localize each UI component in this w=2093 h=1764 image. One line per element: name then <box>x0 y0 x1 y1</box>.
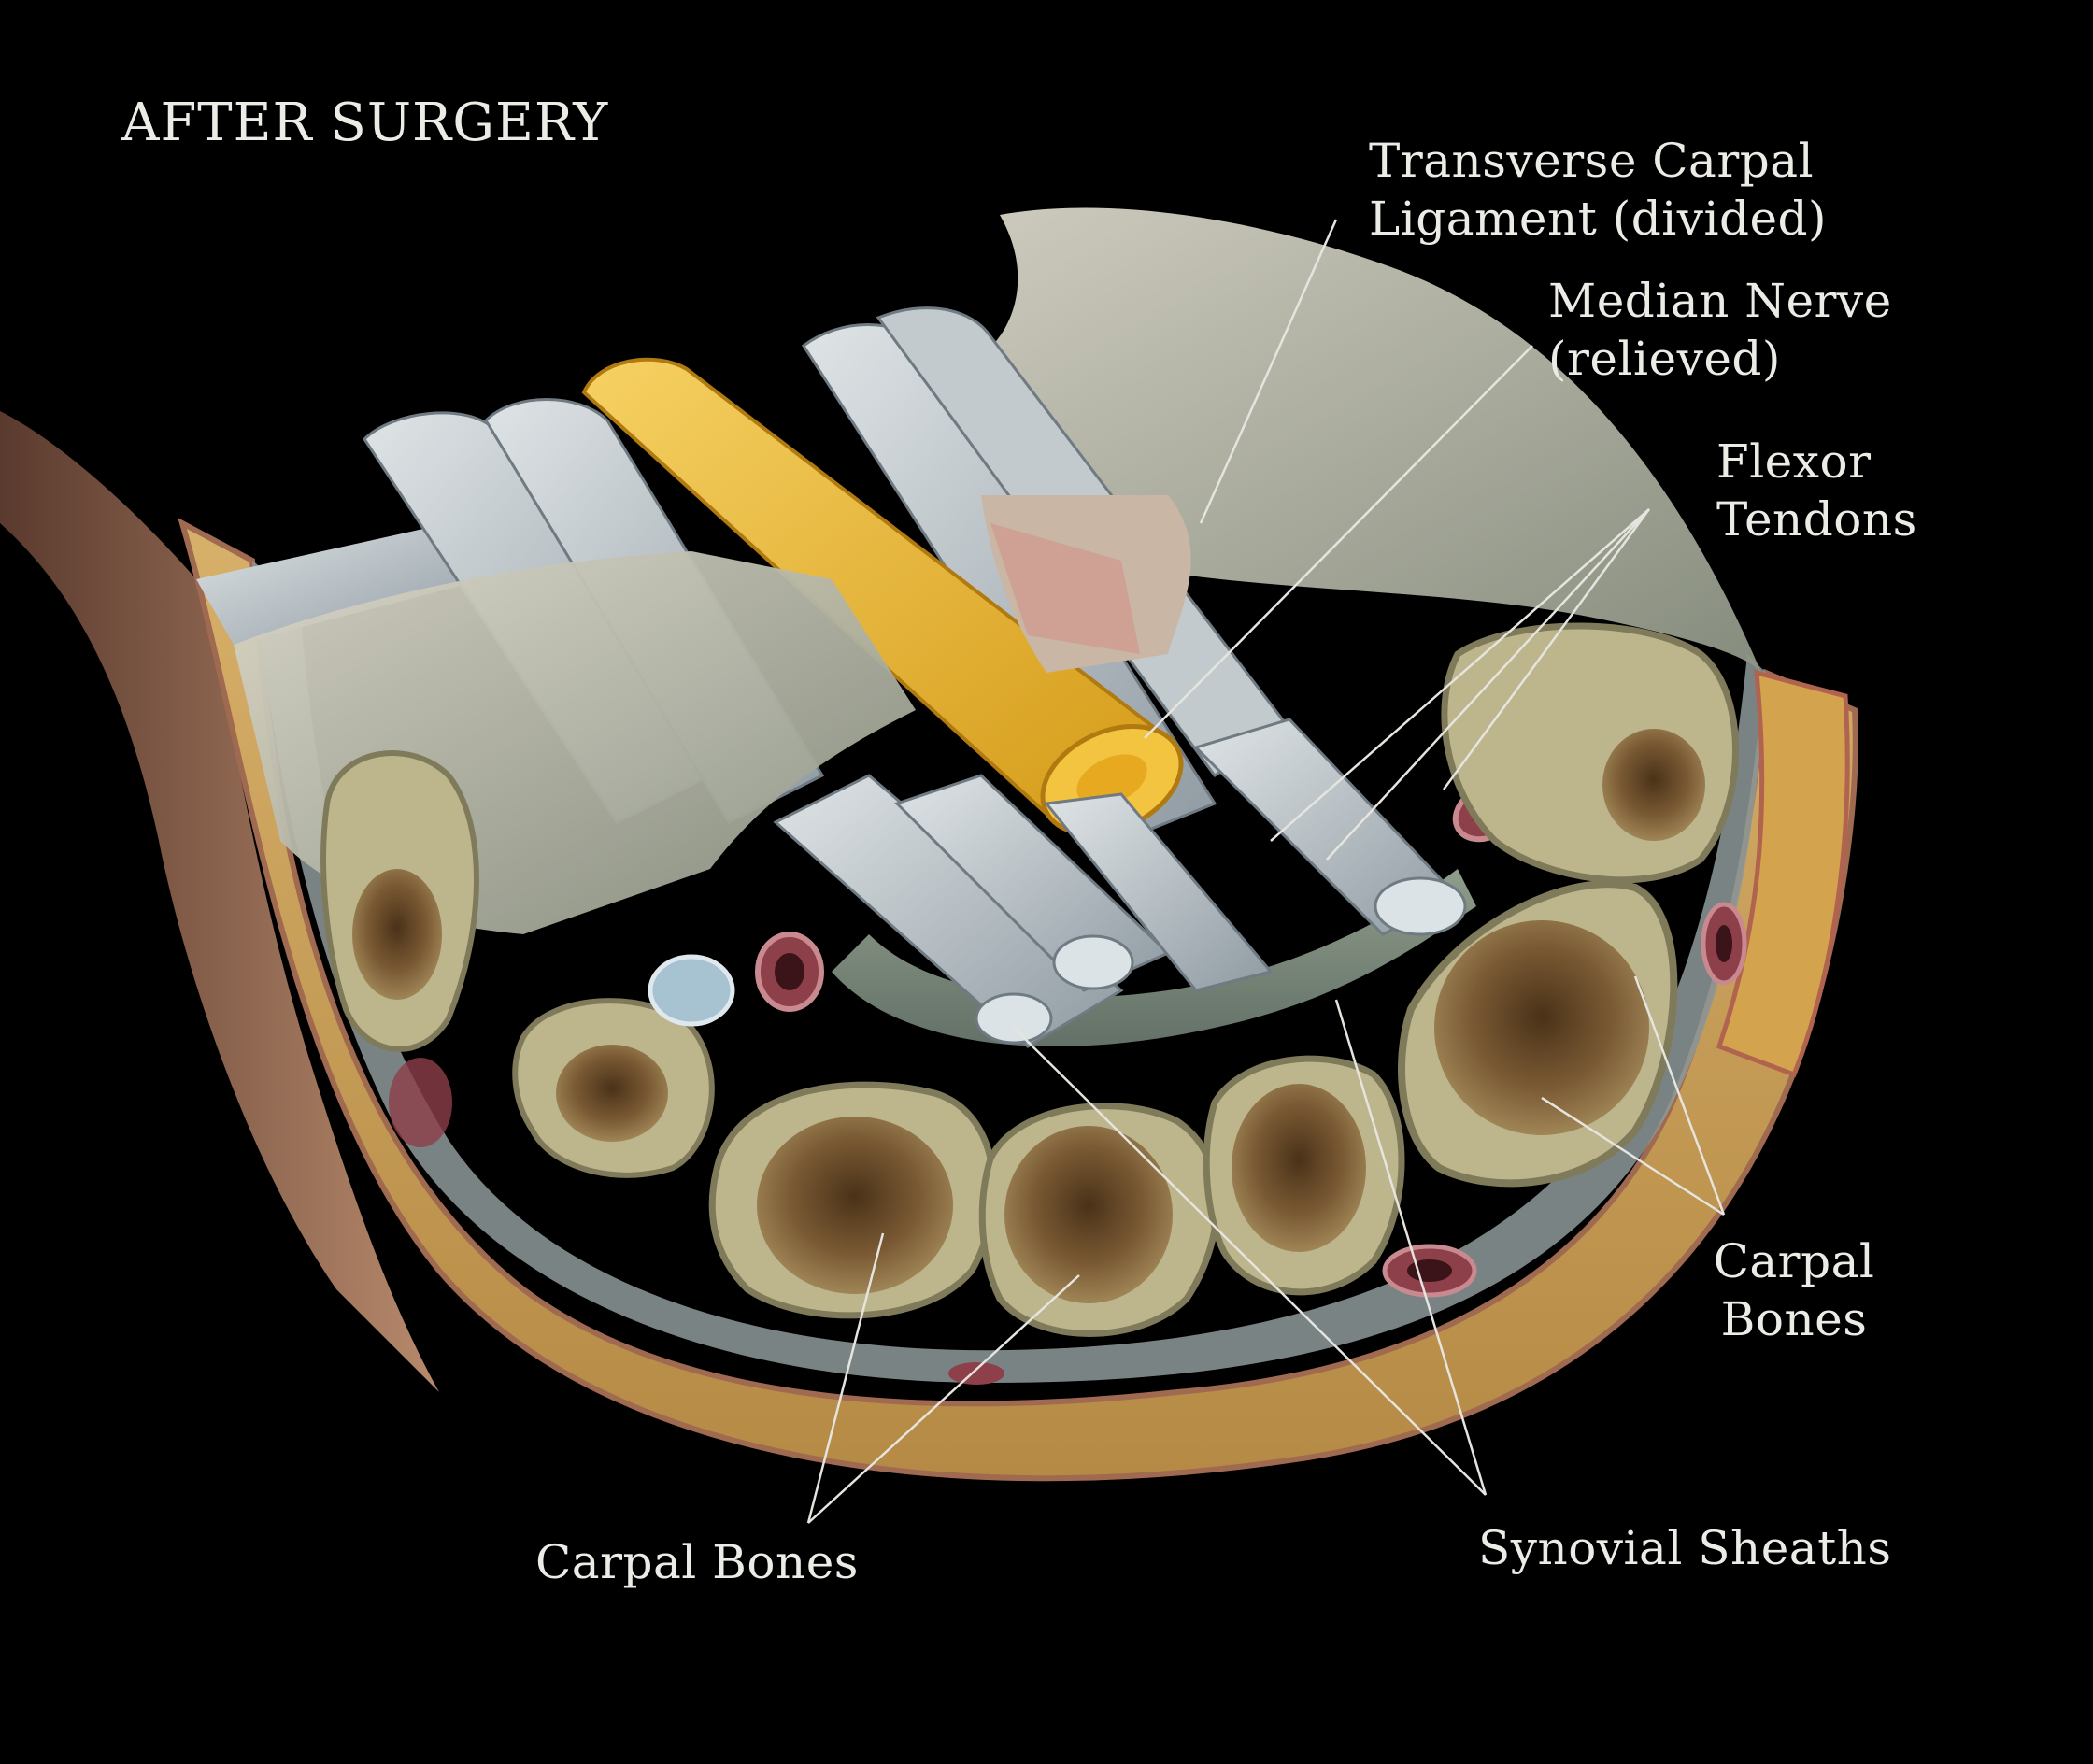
label-carpal-bottom: Carpal Bones <box>535 1535 859 1589</box>
label-nerve-line1: Median Nerve <box>1548 274 1892 328</box>
label-flexor-line1: Flexor <box>1716 434 1872 489</box>
label-carpal-right-line1: Carpal <box>1713 1234 1875 1288</box>
label-ligament-line1: Transverse Carpal <box>1369 134 1815 188</box>
page-title: AFTER SURGERY <box>121 92 609 153</box>
front-tendons <box>773 718 1467 1048</box>
label-synovial: Synovial Sheaths <box>1478 1521 1892 1575</box>
label-nerve-line2: (relieved) <box>1548 332 1781 386</box>
label-ligament-line2: Ligament (divided) <box>1369 192 1828 246</box>
ligament-cut-face <box>990 523 1140 654</box>
right-skin-rim <box>1716 669 1850 1078</box>
forearm-skin <box>0 411 439 1392</box>
label-carpal-right-line2: Bones <box>1720 1292 1868 1346</box>
label-flexor-line2: Tendons <box>1716 492 1917 547</box>
leader-lines <box>806 219 1726 1524</box>
